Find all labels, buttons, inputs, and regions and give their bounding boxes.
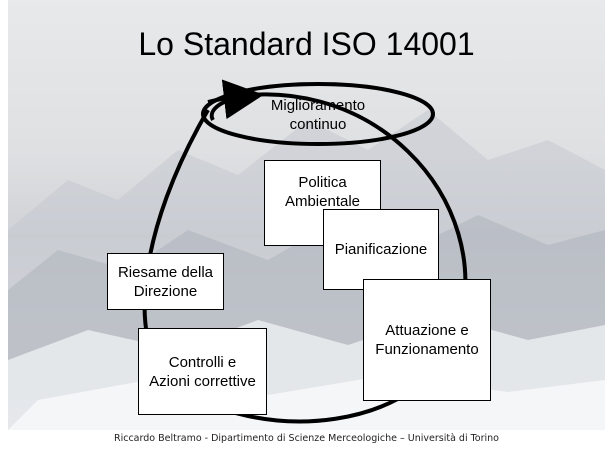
step-implementation-label: Attuazione e Funzionamento <box>375 322 479 358</box>
improvement-ellipse <box>201 82 435 146</box>
step-review-label: Riesame della Direzione <box>117 263 214 300</box>
step-implementation-box: Attuazione e Funzionamento <box>363 279 491 401</box>
improvement-arrow <box>209 79 264 122</box>
step-checking-label: Controlli e Azioni correttive <box>149 353 256 390</box>
step-review-box: Riesame della Direzione <box>107 253 224 310</box>
step-policy-label: Politica Ambientale <box>284 174 361 210</box>
step-planning-box: Pianificazione <box>323 209 439 290</box>
slide-frame: Lo Standard ISO 14001 Miglioramento cont… <box>8 0 605 430</box>
slide-footer: Riccardo Beltramo - Dipartimento di Scie… <box>114 433 499 444</box>
step-checking-box: Controlli e Azioni correttive <box>138 328 267 415</box>
improvement-label: Miglioramento continuo <box>270 97 366 133</box>
step-planning-label: Pianificazione <box>334 241 428 258</box>
slide-title: Lo Standard ISO 14001 <box>138 26 475 62</box>
